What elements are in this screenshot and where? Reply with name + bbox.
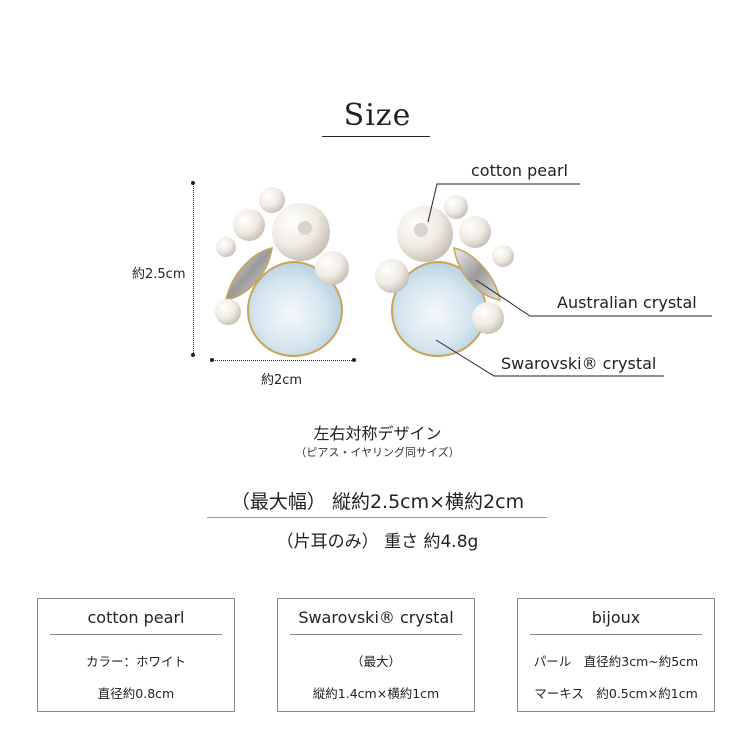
callout-cotton-pearl: cotton pearl [471,161,568,180]
callout-line-australian-crystal [475,279,712,317]
earrings-illustration [215,183,712,377]
callout-line-swarovski-crystal [435,339,664,377]
height-guide-bottom-dot [191,353,195,357]
weight-spec: （片耳のみ） 重さ 約4.8g [276,532,479,552]
box-line: 縦約1.4cm×横約1cm [312,686,440,701]
box-line: マーキス 約0.5cm×約1cm [534,686,698,701]
title-underline [322,136,430,137]
box-divider [290,634,462,635]
callout-line-cotton-pearl [427,183,580,223]
pearl [472,302,504,334]
box-line: （最大） [350,654,401,669]
width-label: 約2cm [261,373,303,388]
box-divider [530,634,702,635]
callout-australian-crystal: Australian crystal [557,293,697,312]
pearl [315,251,349,285]
marquise-crystal [225,247,273,301]
page-title: Size [343,98,412,133]
box-title: bijoux [591,608,641,627]
pearl [459,216,491,248]
max-size-spec: （最大幅） 縦約2.5cm×横約2cm [230,491,525,513]
pearl [216,237,236,257]
callout-swarovski-crystal: Swarovski® crystal [501,354,657,373]
spec-divider [207,517,547,518]
pearl [375,259,409,293]
cotton-pearl-center [298,221,312,235]
height-guide-top-dot [191,181,195,185]
height-label: 約2.5cm [132,267,186,282]
pearl [492,245,514,267]
height-guide [193,183,194,355]
cotton-pearl-box: cotton pearl カラー：ホワイト 直径約0.8cm [37,598,235,712]
width-guide-right-dot [352,358,356,362]
pearl [215,299,241,325]
opal-stone [246,260,344,358]
pearl [233,209,265,241]
left-earring [215,187,349,358]
box-title: cotton pearl [87,608,185,627]
symmetry-title: 左右対称デザイン [313,424,442,443]
box-line: カラー：ホワイト [85,654,186,669]
marquise-crystal [453,247,501,301]
pearl [444,195,468,219]
box-divider [50,634,222,635]
width-guide-left-dot [210,358,214,362]
swarovski-crystal-box: Swarovski® crystal （最大） 縦約1.4cm×横約1cm [277,598,475,712]
right-earring [375,195,514,358]
bijoux-box: bijoux パール 直径約3cm~約5cm マーキス 約0.5cm×約1cm [517,598,715,712]
cotton-pearl-center [414,223,428,237]
pearl [259,187,285,213]
box-title: Swarovski® crystal [298,608,454,627]
symmetry-subtitle: （ピアス・イヤリング同サイズ） [295,446,460,459]
box-line: パール 直径約3cm~約5cm [533,654,699,669]
box-line: 直径約0.8cm [97,686,175,701]
width-guide [212,360,354,361]
